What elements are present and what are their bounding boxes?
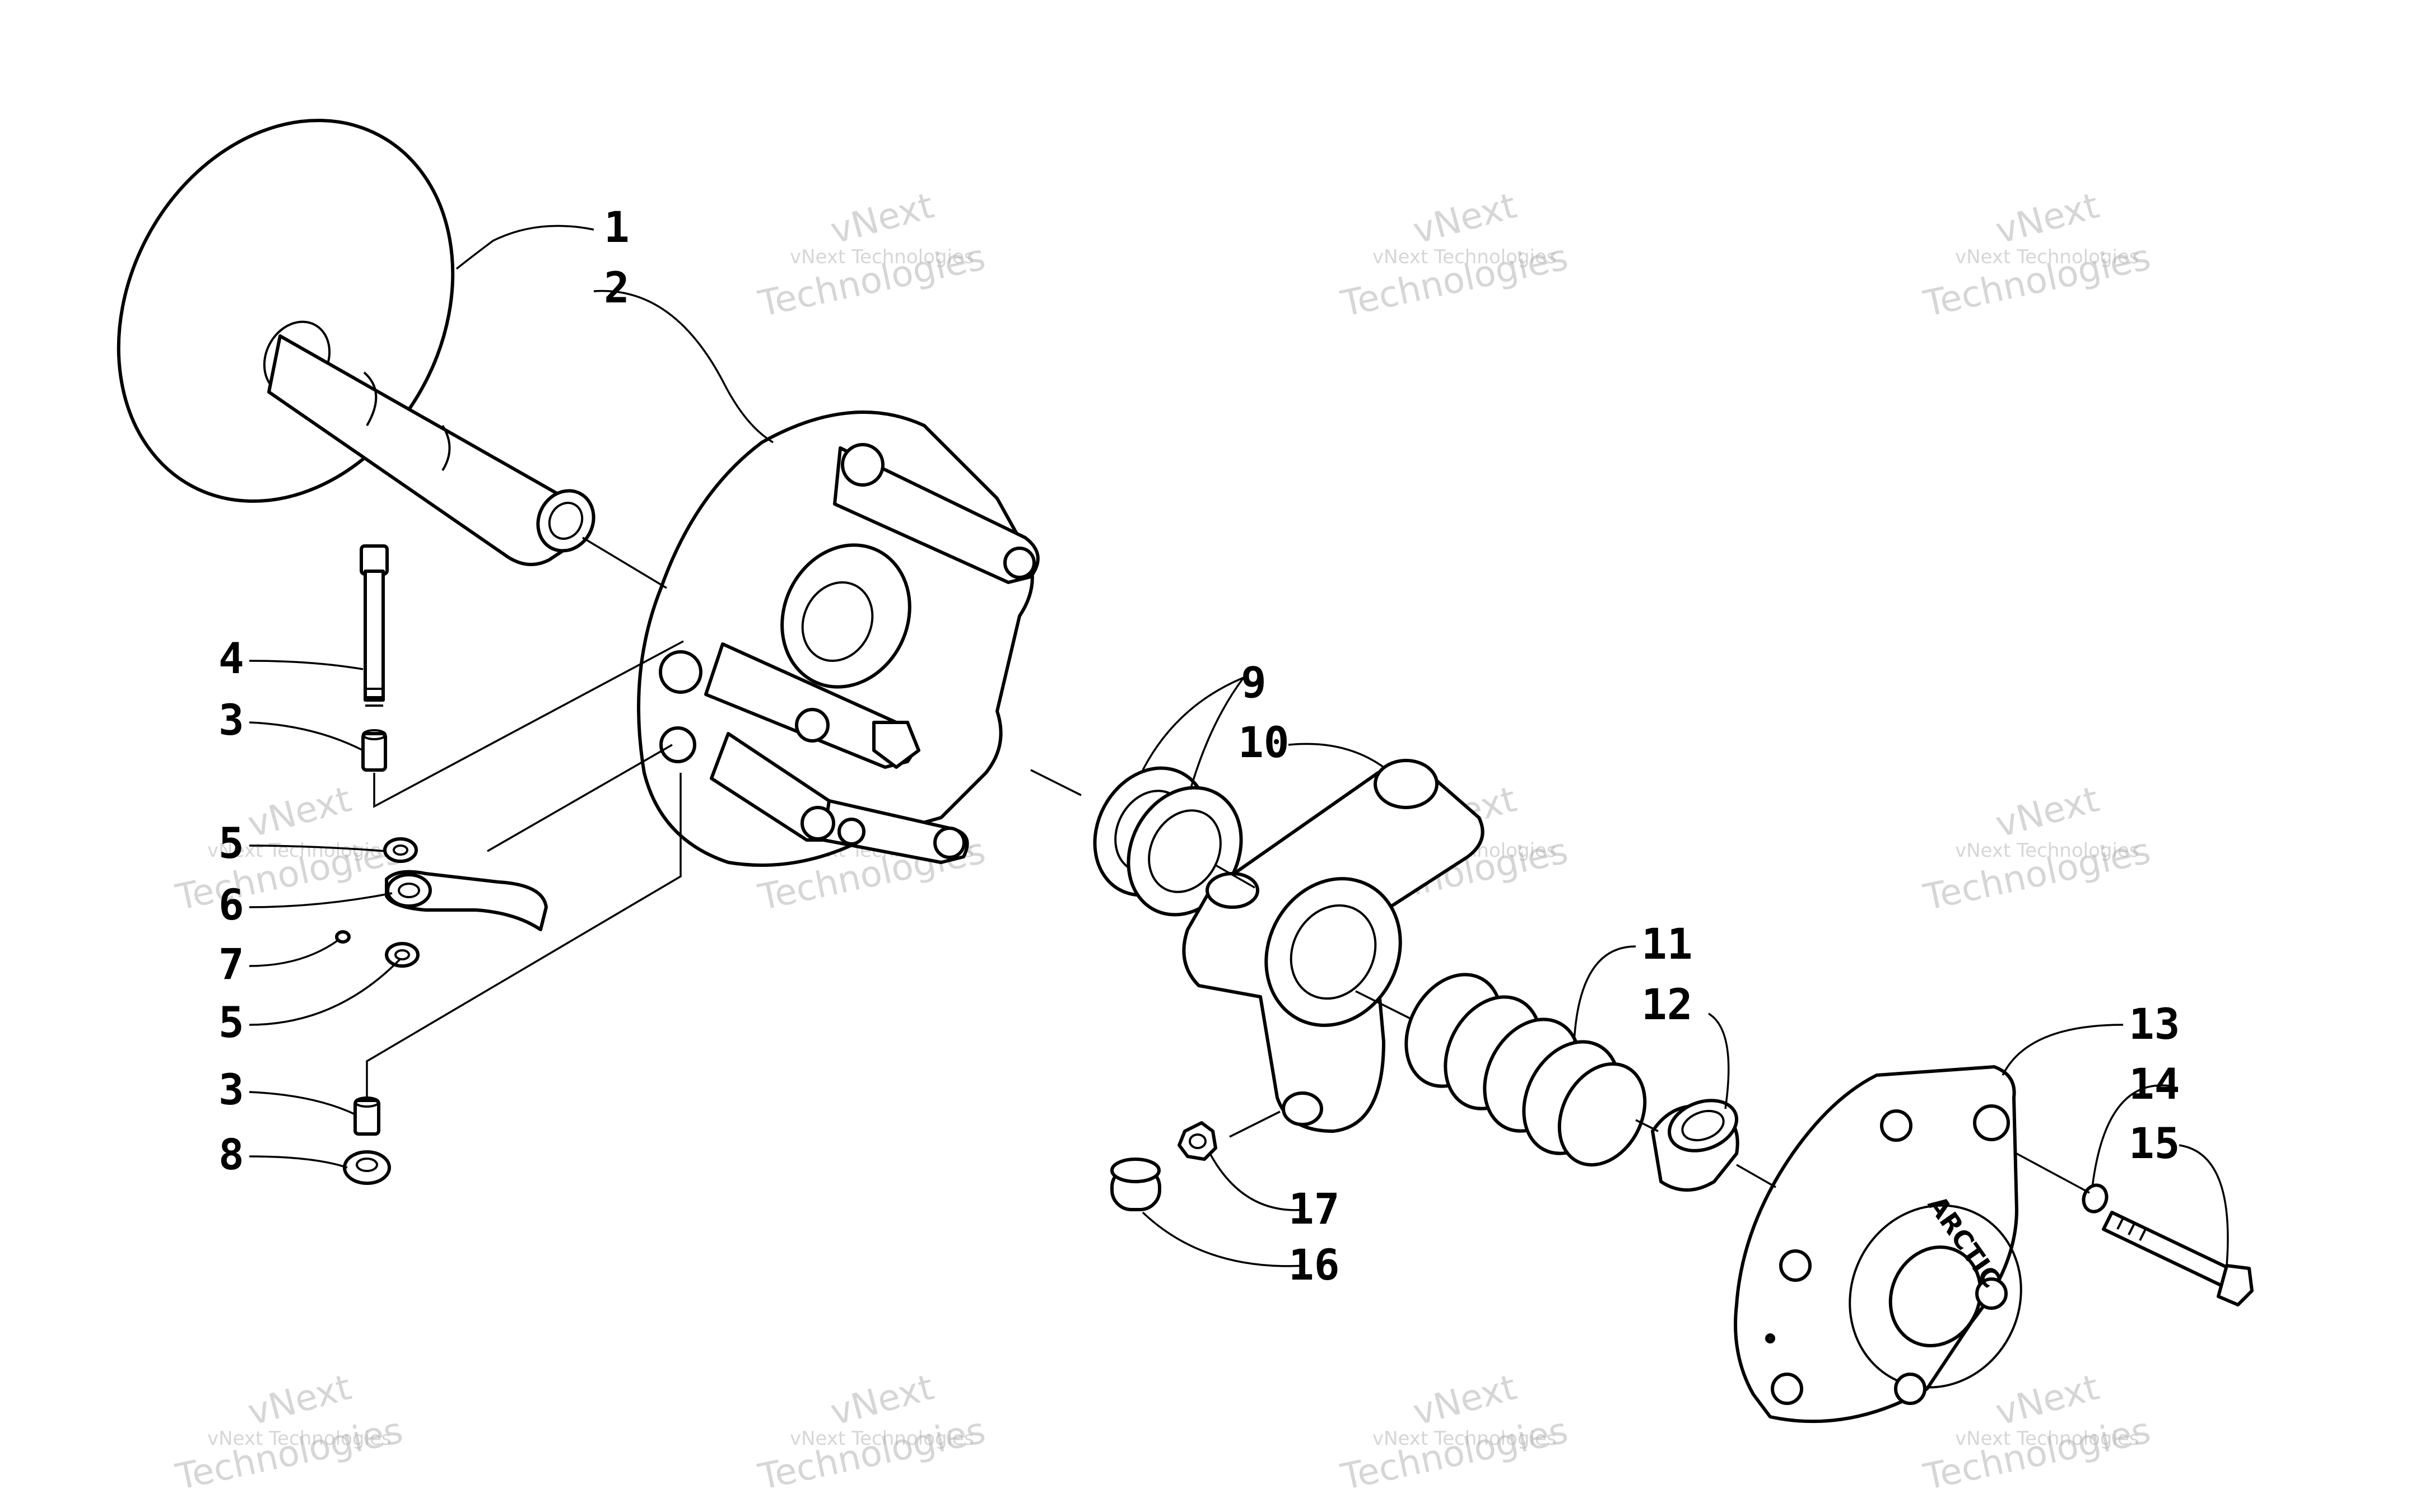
callout-10: 10 [1238, 717, 1290, 767]
part-16-cap [1110, 1158, 1161, 1211]
watermark-line1: vNext Technologies [207, 1427, 392, 1450]
watermark-tile: vNext Technologies vNext Technologies [1920, 779, 2154, 919]
part-15-bolt [2102, 1211, 2254, 1306]
callout-16: 16 [1288, 1240, 1340, 1290]
watermark-tile: vNext Technologies vNext Technologies [755, 185, 989, 325]
callout-13: 13 [2129, 999, 2180, 1049]
part-14-washer [2082, 1183, 2109, 1214]
callout-7: 7 [218, 939, 244, 989]
watermark-line1: vNext Technologies [1955, 246, 2139, 268]
watermark-tile: vNext Technologies vNext Technologies [755, 1367, 989, 1499]
callout-11: 11 [1641, 919, 1693, 969]
part-11-spring [1404, 973, 1647, 1167]
callout-labels: 1 2 4 3 5 6 7 5 3 8 9 10 11 12 13 14 15 … [218, 202, 2180, 1290]
watermark-line1: vNext Technologies [207, 839, 392, 862]
callout-12: 12 [1641, 979, 1693, 1029]
watermark-line2: vNext [1991, 185, 2103, 253]
watermark-tile: vNext Technologies vNext Technologies [1337, 1367, 1572, 1499]
part-10-spider [1182, 759, 1484, 1133]
callout-4: 4 [218, 633, 244, 683]
callout-9: 9 [1241, 657, 1267, 707]
part-6-cam-arm [385, 870, 548, 931]
callout-8: 8 [218, 1130, 244, 1179]
part-4-bolt [360, 544, 389, 707]
callout-14: 14 [2129, 1059, 2180, 1109]
callout-5-lower: 5 [218, 997, 244, 1047]
watermark-tile: vNext Technologies vNext Technologies [172, 1367, 407, 1499]
callout-3-lower: 3 [218, 1065, 244, 1114]
part-8-lock-nut [343, 1150, 391, 1185]
callout-leaders [249, 225, 2229, 1267]
part-13-cover-plate: ARCTIC [1734, 1065, 2022, 1424]
watermark-line1: vNext Technologies [1955, 1427, 2139, 1450]
callout-15: 15 [2129, 1118, 2180, 1168]
callout-2: 2 [604, 263, 630, 312]
watermark-line2: vNext [1991, 779, 2103, 846]
part-12-retainer [1651, 1099, 1739, 1192]
part-5-washer-upper [383, 837, 418, 863]
callout-3-upper: 3 [218, 695, 244, 745]
watermark-line1: vNext Technologies [790, 246, 974, 268]
callout-6: 6 [218, 880, 244, 930]
watermark-line1: vNext Technologies [1372, 1427, 1557, 1450]
watermark-line1: vNext Technologies [1372, 246, 1557, 268]
callout-1: 1 [604, 202, 630, 252]
watermark-line2: vNext [826, 185, 938, 253]
watermark-tile: vNext Technologies vNext Technologies [1920, 1367, 2154, 1499]
part-3-bushing-lower [353, 1096, 380, 1136]
part-3-bushing-upper [361, 729, 387, 772]
part-7-pin [335, 930, 351, 944]
watermark-line1: vNext Technologies [1955, 839, 2139, 862]
assembly-lines [366, 536, 2090, 1194]
watermark-line2: vNext [244, 779, 356, 846]
part-2-movable-sheave [637, 410, 1040, 867]
part-17-knob [1178, 1121, 1217, 1161]
callout-17: 17 [1288, 1184, 1340, 1234]
part-5-washer-lower [385, 942, 420, 968]
watermark-line1: vNext Technologies [790, 1427, 974, 1450]
watermark-tile: vNext Technologies vNext Technologies [1920, 185, 2154, 325]
watermark-line2: vNext [1409, 185, 1521, 253]
part-1-fixed-sheave [117, 119, 595, 566]
callout-5-upper: 5 [218, 818, 244, 868]
watermark-tile: vNext Technologies vNext Technologies [1337, 185, 1572, 325]
